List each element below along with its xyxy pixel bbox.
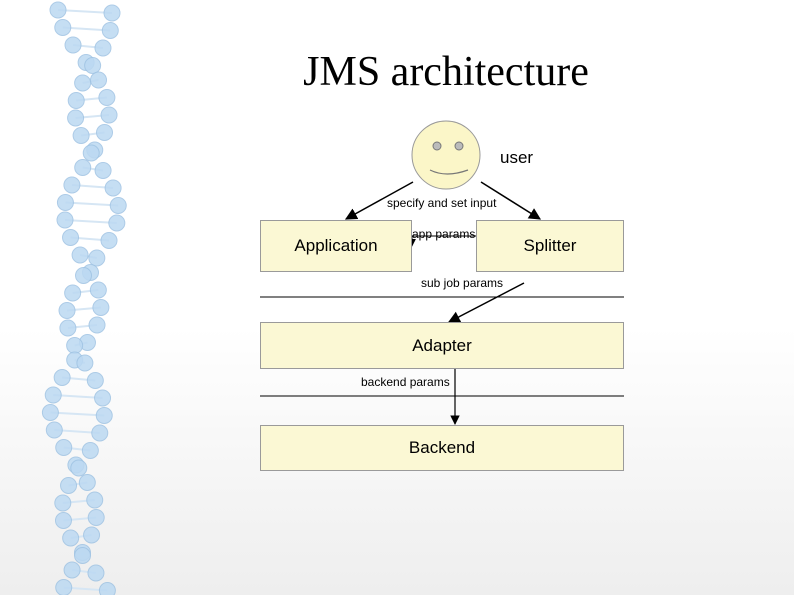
dna-bead: [64, 284, 82, 302]
dna-bead: [56, 194, 74, 211]
dna-bead: [74, 547, 92, 564]
arrow-splitter-to-application: [408, 235, 477, 247]
application-box: Application: [260, 220, 412, 272]
dna-bead: [88, 316, 106, 334]
user-label: user: [500, 148, 534, 167]
dna-bead: [84, 57, 102, 74]
dna-bead: [62, 229, 80, 246]
slide-title: JMS architecture: [303, 49, 589, 95]
arrow-user-to-application: [344, 181, 414, 220]
dna-bead: [101, 22, 119, 39]
dna-bead: [95, 407, 113, 424]
adapter-label: Adapter: [412, 335, 472, 355]
dna-bead: [86, 372, 104, 389]
dna-rung: [64, 219, 117, 224]
dna-bead: [78, 474, 96, 491]
dna-bead: [76, 354, 94, 372]
dna-bead: [94, 389, 112, 407]
dna-bead: [74, 74, 92, 92]
dna-bead: [62, 529, 80, 547]
dna-bead: [74, 159, 92, 176]
backend-box: Backend: [260, 425, 624, 471]
dna-bead: [70, 459, 88, 477]
dna-rung: [65, 201, 119, 207]
dna-rung: [50, 411, 105, 417]
dna-bead: [58, 302, 76, 319]
dna-bead: [91, 424, 109, 442]
dna-bead: [103, 4, 121, 22]
dna-bead: [67, 109, 85, 127]
dna-helix-decoration: [41, 1, 127, 595]
dna-bead: [72, 127, 90, 144]
dna-bead: [55, 439, 73, 456]
dna-bead: [59, 319, 77, 337]
dna-bead: [109, 197, 127, 214]
dna-bead: [98, 582, 116, 595]
dna-bead: [53, 369, 71, 386]
dna-bead: [63, 561, 81, 579]
dna-bead: [54, 19, 72, 36]
dna-bead: [100, 106, 118, 124]
dna-bead: [49, 1, 67, 19]
dna-bead: [98, 89, 116, 106]
dna-bead: [104, 179, 122, 197]
dna-bead: [82, 144, 100, 162]
splitter-box: Splitter: [476, 220, 624, 272]
dna-bead: [94, 162, 112, 179]
user-smiley-icon: [411, 120, 481, 190]
dna-bead: [87, 509, 105, 526]
edge-label-specify-input: specify and set input: [387, 196, 497, 210]
dna-bead: [100, 232, 118, 249]
dna-bead: [44, 386, 62, 404]
dna-bead: [89, 281, 107, 299]
dna-bead: [92, 299, 110, 316]
dna-bead: [87, 564, 105, 582]
backend-label: Backend: [408, 438, 476, 457]
dna-bead: [54, 494, 72, 512]
dna-bead: [64, 36, 82, 54]
application-label: Application: [294, 236, 378, 255]
dna-bead: [88, 249, 106, 267]
edge-label-app-params: app params: [412, 227, 476, 241]
arrow-splitter-to-adapter: [447, 282, 525, 323]
dna-bead: [45, 421, 63, 439]
dna-bead: [75, 267, 93, 284]
dna-bead: [71, 246, 89, 264]
dna-bead: [108, 214, 126, 232]
dna-bead: [60, 477, 78, 494]
dna-bead: [96, 124, 114, 141]
arrow-user-to-splitter: [480, 181, 542, 220]
dna-bead: [83, 526, 101, 544]
edge-label-backend-params: backend params: [361, 375, 450, 389]
dna-bead: [41, 404, 59, 421]
dna-bead: [94, 39, 112, 57]
dna-bead: [86, 491, 104, 509]
dna-bead: [81, 442, 99, 459]
dna-bead: [67, 92, 85, 109]
edge-label-sub-job-params: sub job params: [421, 276, 504, 290]
dna-rung: [57, 9, 113, 14]
dna-bead: [55, 579, 73, 595]
dna-bead: [56, 211, 74, 229]
dna-bead: [63, 176, 81, 194]
dna-bead: [54, 512, 72, 529]
adapter-box: Adapter: [260, 322, 624, 369]
splitter-label: Splitter: [523, 236, 577, 255]
